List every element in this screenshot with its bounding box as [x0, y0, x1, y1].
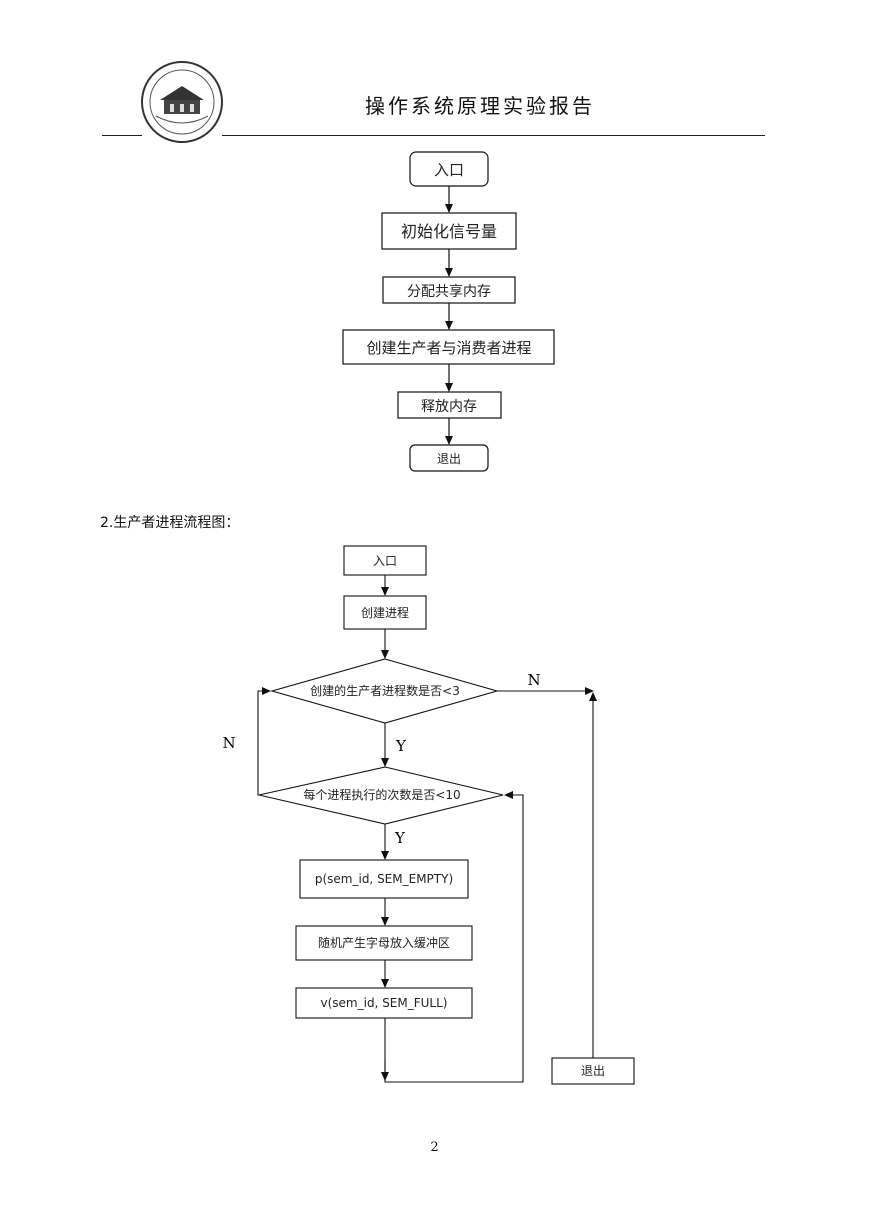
page-number: 2	[430, 1140, 439, 1155]
header-rule-right	[222, 135, 765, 136]
section-heading: 2.生产者进程流程图：	[100, 515, 240, 531]
flow2-v-label: v(sem_id, SEM_FULL)	[321, 996, 448, 1010]
flow1-free-label: 释放内存	[421, 399, 477, 415]
flow1-create-label: 创建生产者与消费者进程	[366, 339, 531, 357]
flow2-v-box	[295, 987, 473, 1019]
flow1-entry-label: 入口	[434, 161, 464, 179]
report-title: 操作系统原理实验报告	[365, 94, 595, 118]
header-rule-left	[102, 135, 142, 136]
flow2-decision-count-label: 创建的生产者进程数是否<3	[310, 683, 460, 698]
flow1-exit-label: 退出	[437, 452, 461, 466]
flow2-p-box	[299, 859, 469, 899]
flow2-create-label: 创建进程	[361, 605, 409, 620]
flow2-produce-label: 随机产生字母放入缓冲区	[318, 935, 450, 950]
flow1-exit-box	[409, 444, 489, 472]
flow2-entry-label: 入口	[373, 554, 397, 568]
university-seal-logo	[141, 61, 223, 143]
flow1-init-label: 初始化信号量	[401, 222, 497, 241]
flow1-alloc-label: 分配共享内存	[407, 283, 491, 300]
flow2-p-label: p(sem_id, SEM_EMPTY)	[315, 872, 453, 886]
flow2-label-n-left: N	[222, 734, 235, 752]
flow2-produce-box	[295, 925, 473, 961]
flow2-label-y2: Y	[394, 829, 406, 847]
flow2-label-n-right: N	[527, 671, 540, 689]
flow2-decision-times-label: 每个进程执行的次数是否<10	[303, 787, 460, 802]
flow2-exit-box	[551, 1057, 635, 1085]
flow2-label-y1: Y	[395, 737, 407, 755]
flow2-exit-label: 退出	[581, 1064, 605, 1078]
